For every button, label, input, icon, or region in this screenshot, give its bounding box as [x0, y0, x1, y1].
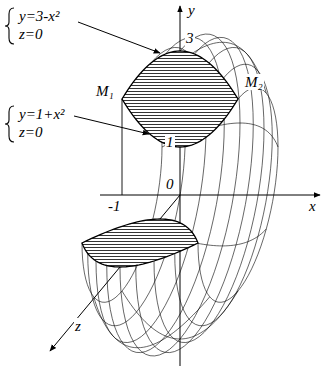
system-brace: [5, 106, 14, 142]
hatched-section: [82, 219, 198, 267]
leader-arrow: [78, 22, 160, 53]
point-label: M₂: [244, 74, 264, 90]
axis-label: y: [187, 2, 196, 18]
tick-label: 0: [165, 176, 175, 192]
cross-sections: [82, 51, 238, 267]
axis-label: x: [308, 198, 317, 214]
equation-label: z=0: [18, 26, 43, 42]
axis-label: z: [74, 318, 82, 334]
equation-label: y=1+x²: [18, 106, 66, 122]
hatched-section: [122, 51, 238, 147]
tick-label: 1: [165, 134, 175, 150]
leader-arrow: [74, 116, 149, 134]
equation-label: y=3-x²: [18, 8, 60, 24]
mesh-meridian: [94, 297, 210, 348]
system-brace: [5, 8, 14, 44]
tick-label: -1: [107, 198, 122, 214]
tick-label: 3: [185, 30, 195, 46]
x-axis: [100, 195, 320, 196]
drop-line: [122, 99, 123, 195]
equation-label: z=0: [18, 124, 43, 140]
surface-mesh: [82, 34, 278, 356]
point-label: M₁: [95, 83, 115, 99]
mesh-meridian: [122, 291, 238, 339]
